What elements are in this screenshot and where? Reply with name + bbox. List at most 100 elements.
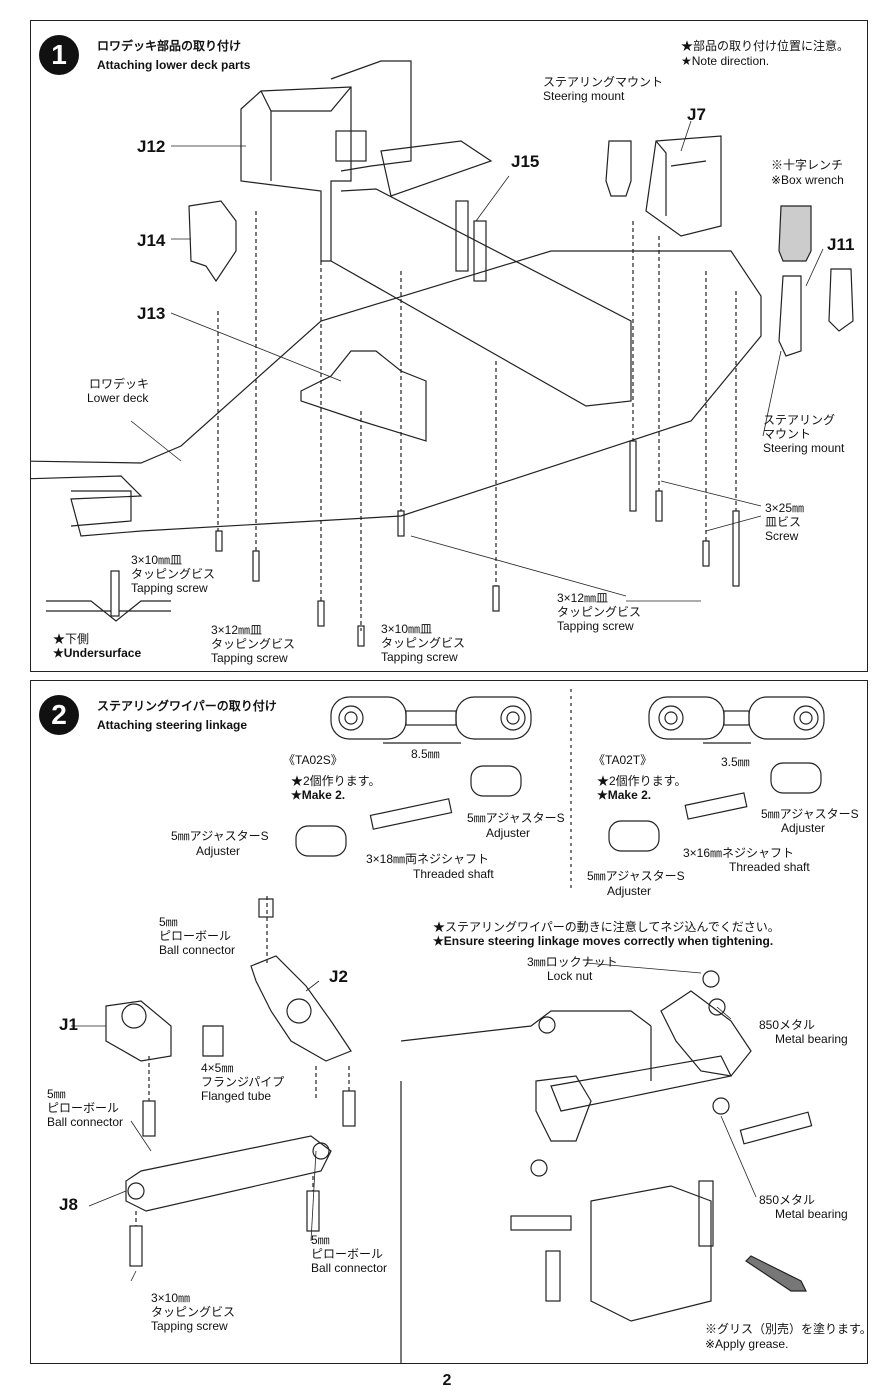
ta02s-adjuster-right-jp: 5㎜アジャスターS — [467, 811, 565, 825]
note-jp: ★部品の取り付け位置に注意。 — [681, 39, 850, 53]
box-wrench-en: ※Box wrench — [771, 173, 844, 187]
page-number: 2 — [442, 1372, 452, 1389]
ta02t-adjuster-left-en: Adjuster — [607, 884, 652, 898]
steering-mount-top — [605, 140, 632, 197]
grease-en: ※Apply grease. — [705, 1337, 789, 1351]
lower-deck-en: Lower deck — [87, 391, 149, 405]
flanged-jp: フランジパイプ — [201, 1075, 285, 1089]
ta02t-adjuster-left-jp: 5㎜アジャスターS — [587, 869, 685, 883]
step1-title-jp: ロワデッキ部品の取り付け — [97, 39, 242, 53]
part-label-j7: J7 — [687, 105, 706, 124]
j7-part — [645, 135, 722, 237]
ball-top-en: Ball connector — [159, 943, 236, 957]
ta02t-turnbuckle — [648, 696, 825, 744]
ball-bottom-size: 5㎜ — [311, 1233, 330, 1247]
part-label-j2: J2 — [329, 967, 348, 986]
screw-3x12b-size: 3×12㎜皿 — [557, 591, 609, 605]
part-label-j8: J8 — [59, 1195, 78, 1214]
ta02s-model: 《TA02S》 — [283, 753, 343, 767]
screw-3x25-en: Screw — [765, 529, 799, 543]
screw-3x10b-size: 3×10㎜皿 — [381, 622, 433, 636]
ta02t-adjuster-right-jp: 5㎜アジャスターS — [761, 807, 859, 821]
screw-3x10b-en: Tapping screw — [381, 650, 458, 664]
steering-mount-right-jp2: マウント — [763, 427, 812, 441]
flanged-size: 4×5㎜ — [201, 1061, 234, 1075]
ta02t-adjuster-right-en: Adjuster — [781, 821, 826, 835]
lower-deck-jp: ロワデッキ — [89, 377, 150, 391]
locknut-en: Lock nut — [547, 969, 593, 983]
step-number-2: 2 — [39, 695, 79, 735]
dim-ta02s: 8.5㎜ — [411, 747, 440, 761]
lower-deck-plate — [31, 250, 762, 537]
bearing-top-jp: 850メタル — [759, 1018, 816, 1032]
ball-top-size: 5㎜ — [159, 915, 178, 929]
screw-3x10-en: Tapping screw — [131, 581, 208, 595]
screw-3x12-size: 3×12㎜皿 — [211, 623, 263, 637]
screw-3x25-size: 3×25㎜ — [765, 501, 805, 515]
ta02s-shaft-jp: 3×18㎜両ネジシャフト — [366, 852, 490, 866]
flanged-tube — [202, 1025, 224, 1057]
part-label-j11: J11 — [827, 235, 855, 254]
ensure-en: ★Ensure steering linkage moves correctly… — [433, 934, 774, 948]
ta02s-shaft-en: Threaded shaft — [413, 867, 494, 881]
flanged-en: Flanged tube — [201, 1089, 272, 1103]
right-linkage-bar — [550, 1055, 732, 1112]
ta02t-make-jp: ★2個作ります。 — [597, 774, 687, 788]
j8-part — [125, 1135, 332, 1212]
ball-left-jp: ピローボール — [47, 1101, 120, 1115]
j2-part — [250, 955, 352, 1062]
dim-ta02t: 3.5㎜ — [721, 755, 750, 769]
part-label-j15: J15 — [511, 152, 540, 171]
step-1-panel: 1 ロワデッキ部品の取り付け Attaching lower deck part… — [30, 20, 868, 672]
bearing-bottom-jp: 850メタル — [759, 1193, 816, 1207]
ensure-jp: ★ステアリングワイパーの動きに注意してネジ込んでください。 — [433, 920, 780, 934]
ta02t-make-en: ★Make 2. — [597, 788, 652, 802]
screw-3x12-en: Tapping screw — [211, 651, 288, 665]
j14-part — [188, 200, 237, 283]
steering-mount-right-2 — [828, 268, 854, 332]
steering-mount-right — [778, 275, 802, 357]
undersurface-jp: ★下側 — [53, 632, 90, 646]
ta02s-make-en: ★Make 2. — [291, 788, 346, 802]
step2-title-en: Attaching steering linkage — [97, 718, 248, 732]
box-wrench — [778, 205, 812, 262]
bearing-bottom-en: Metal bearing — [775, 1207, 848, 1221]
screw-3x12b-jp: タッピングビス — [557, 605, 642, 619]
ta02s-turnbuckle — [330, 696, 532, 744]
ta02t-shaft-jp: 3×16㎜ネジシャフト — [683, 846, 795, 860]
part-label-j14: J14 — [137, 231, 166, 250]
screw-3x10b-jp: タッピングビス — [381, 636, 466, 650]
ta02s-make-jp: ★2個作ります。 — [291, 774, 381, 788]
ta02s-adjuster-left-en: Adjuster — [196, 844, 241, 858]
step-2-panel: 2 ステアリングワイパーの取り付け Attaching steering lin… — [30, 680, 872, 1364]
j12-part — [240, 86, 352, 262]
chassis-block — [590, 1185, 712, 1322]
grease-jp: ※グリス（別売）を塗ります。 — [705, 1322, 872, 1336]
ball-left-size: 5㎜ — [47, 1087, 66, 1101]
bearing-top-en: Metal bearing — [775, 1032, 848, 1046]
part-label-j12: J12 — [137, 137, 166, 156]
screws — [215, 440, 740, 647]
step2-title-jp: ステアリングワイパーの取り付け — [97, 699, 277, 713]
step-number-1: 1 — [39, 35, 79, 75]
steering-mount-right-jp1: ステアリング — [763, 413, 836, 427]
undersurface-en: ★Undersurface — [53, 646, 142, 660]
screw-3x25-jp: 皿ビス — [765, 515, 802, 529]
tap-size: 3×10㎜ — [151, 1291, 191, 1305]
ta02s-adjuster-right-en: Adjuster — [486, 826, 531, 840]
steering-mount-right-en: Steering mount — [763, 441, 845, 455]
screw-3x12b-en: Tapping screw — [557, 619, 634, 633]
part-label-j1: J1 — [59, 1015, 78, 1034]
lower-deck-assembly-drawing — [31, 60, 854, 647]
ball-bottom-jp: ピローボール — [311, 1247, 384, 1261]
screw-3x10-size: 3×10㎜皿 — [131, 553, 183, 567]
screw-3x12-jp: タッピングビス — [211, 637, 296, 651]
ta02t-shaft-en: Threaded shaft — [729, 860, 810, 874]
j1-part — [105, 1000, 172, 1062]
ball-top-jp: ピローボール — [159, 929, 232, 943]
screw-3x10-jp: タッピングビス — [131, 567, 216, 581]
locknut-jp: 3㎜ロックナット — [527, 955, 618, 969]
steering-mount-top-jp: ステアリングマウント — [543, 75, 664, 89]
j13-part — [300, 350, 427, 442]
box-wrench-jp: ※十字レンチ — [771, 158, 844, 172]
